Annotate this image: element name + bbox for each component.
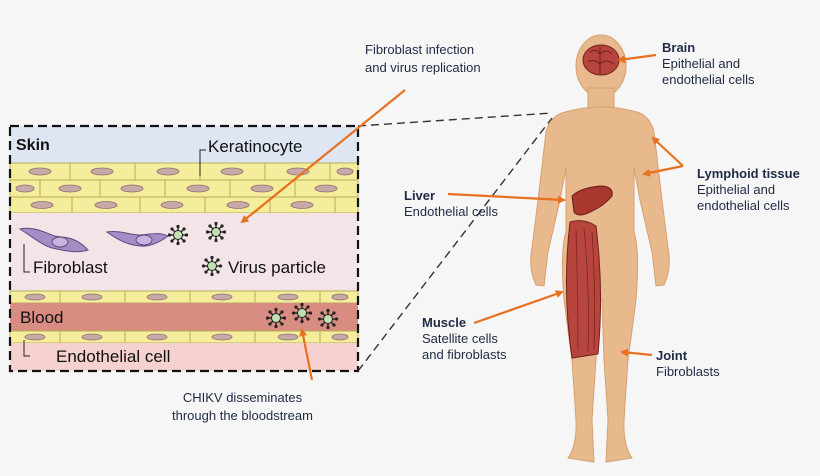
muscle-label: Muscle Satellite cells and fibroblasts — [422, 315, 507, 363]
brain-arrow — [617, 53, 657, 64]
virus-particle-icon — [291, 302, 313, 324]
zoom-line-top — [357, 112, 553, 127]
lymphoid-title: Lymphoid tissue — [697, 166, 800, 181]
infection-callout-line2: and virus replication — [365, 60, 481, 75]
keratinocyte-label: Keratinocyte — [208, 137, 303, 156]
infection-arrow — [240, 89, 406, 224]
blood-label: Blood — [20, 308, 64, 327]
dissemination-callout-line2: through the bloodstream — [172, 408, 313, 423]
virus-particle-icon — [265, 307, 287, 329]
zoom-line-bottom — [357, 117, 553, 372]
muscle-arrow — [473, 290, 564, 325]
lymphoid-label: Lymphoid tissue Epithelial and endotheli… — [697, 166, 800, 214]
liver-icon — [571, 185, 613, 216]
infection-callout: Fibroblast infection and virus replicati… — [365, 42, 481, 76]
virus-particle-label: Virus particle — [228, 258, 326, 277]
fibroblast-cell — [105, 231, 169, 247]
joint-arrow — [620, 348, 653, 357]
liver-arrow — [447, 192, 566, 204]
endothelial-cell-label: Endothelial cell — [56, 347, 171, 366]
muscle-title: Muscle — [422, 315, 467, 330]
infection-callout-line1: Fibroblast infection — [365, 42, 475, 57]
virus-particle-icon — [167, 224, 189, 246]
fibroblast-cell — [18, 227, 89, 253]
brain-line1: Epithelial and — [662, 56, 741, 71]
joint-title: Joint — [656, 348, 688, 363]
lymphoid-arrow-lower — [642, 164, 684, 177]
fibroblast-label: Fibroblast — [33, 258, 108, 277]
tissue-inset — [8, 124, 360, 373]
dissemination-callout: CHIKV disseminates through the bloodstre… — [172, 390, 313, 424]
liver-label: Liver Endothelial cells — [404, 188, 498, 220]
joint-label: Joint Fibroblasts — [656, 348, 720, 380]
virus-particle-icon — [201, 255, 223, 277]
joint-line1: Fibroblasts — [656, 364, 720, 379]
brain-icon — [582, 44, 620, 76]
brain-title: Brain — [662, 40, 696, 55]
lymphoid-arrow-upper — [651, 136, 684, 167]
liver-title: Liver — [404, 188, 436, 203]
lymphoid-line2: endothelial cells — [697, 198, 790, 213]
dissemination-arrow — [299, 328, 314, 381]
virus-particle-icon — [317, 308, 339, 330]
brain-line2: endothelial cells — [662, 72, 755, 87]
virus-particle-icon — [205, 221, 227, 243]
skin-label: Skin — [16, 137, 50, 154]
lymphoid-line1: Epithelial and — [697, 182, 776, 197]
arrows — [240, 53, 684, 381]
muscle-line2: and fibroblasts — [422, 347, 507, 362]
dissemination-callout-line1: CHIKV disseminates — [182, 390, 303, 405]
muscle-icon — [565, 220, 602, 359]
muscle-line1: Satellite cells — [422, 331, 498, 346]
liver-line1: Endothelial cells — [404, 204, 498, 219]
brain-label: Brain Epithelial and endothelial cells — [662, 40, 755, 88]
human-body — [530, 34, 670, 463]
